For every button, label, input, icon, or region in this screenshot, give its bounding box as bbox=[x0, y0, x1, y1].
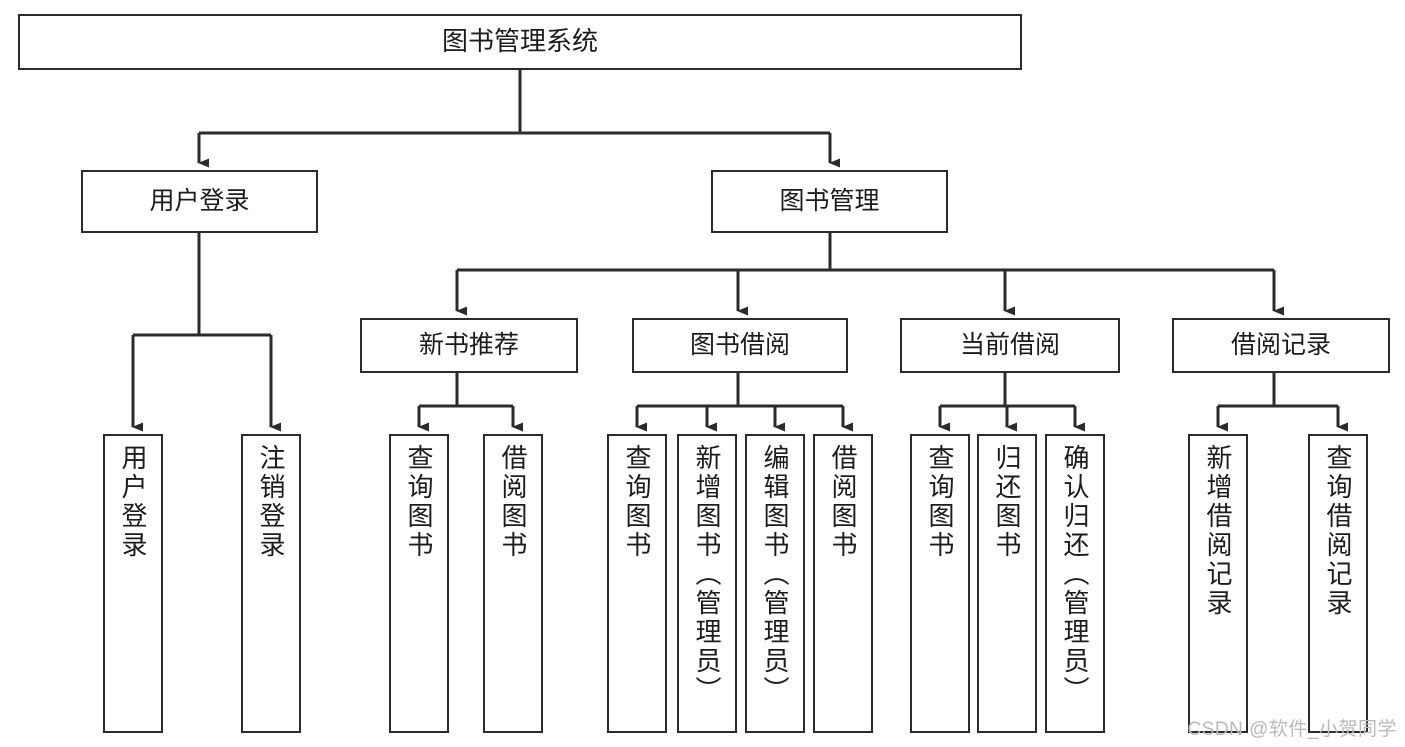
node-label: 编辑图书（管理员） bbox=[760, 444, 790, 705]
node-root-book-management-system[interactable]: 图书管理系统 bbox=[18, 14, 1022, 70]
leaf-add-borrow-record[interactable]: 新增借阅记录 bbox=[1188, 434, 1248, 733]
node-borrow-record[interactable]: 借阅记录 bbox=[1172, 318, 1390, 373]
leaf-return-book[interactable]: 归还图书 bbox=[977, 434, 1037, 733]
node-label: 注销登录 bbox=[256, 444, 286, 560]
node-label: 图书管理 bbox=[779, 187, 880, 216]
node-label: 查询图书 bbox=[622, 444, 652, 560]
node-user-login[interactable]: 用户登录 bbox=[81, 170, 318, 233]
node-book-management[interactable]: 图书管理 bbox=[711, 170, 948, 233]
leaf-query-book-recommend[interactable]: 查询图书 bbox=[389, 434, 449, 733]
node-label: 归还图书 bbox=[992, 444, 1022, 560]
node-label: 借阅图书 bbox=[498, 444, 528, 560]
node-label: 新增借阅记录 bbox=[1203, 444, 1233, 618]
leaf-borrow-book[interactable]: 借阅图书 bbox=[813, 434, 873, 733]
leaf-user-login[interactable]: 用户登录 bbox=[103, 434, 163, 733]
leaf-edit-book-admin[interactable]: 编辑图书（管理员） bbox=[745, 434, 805, 733]
leaf-query-borrow-record[interactable]: 查询借阅记录 bbox=[1308, 434, 1368, 733]
leaf-query-book-current[interactable]: 查询图书 bbox=[910, 434, 970, 733]
node-label: 用户登录 bbox=[149, 187, 250, 216]
leaf-borrow-book-recommend[interactable]: 借阅图书 bbox=[483, 434, 543, 733]
node-current-borrow[interactable]: 当前借阅 bbox=[900, 318, 1120, 373]
node-label: 确认归还（管理员） bbox=[1060, 444, 1090, 705]
leaf-logout[interactable]: 注销登录 bbox=[241, 434, 301, 733]
node-label: 当前借阅 bbox=[959, 331, 1060, 360]
node-label: 用户登录 bbox=[118, 444, 148, 560]
node-label: 图书管理系统 bbox=[441, 26, 598, 57]
node-label: 图书借阅 bbox=[689, 331, 790, 360]
node-label: 查询借阅记录 bbox=[1323, 444, 1353, 618]
leaf-add-book-admin[interactable]: 新增图书（管理员） bbox=[677, 434, 737, 733]
node-book-borrow[interactable]: 图书借阅 bbox=[632, 318, 848, 373]
node-label: 查询图书 bbox=[925, 444, 955, 560]
node-label: 新书推荐 bbox=[418, 331, 519, 360]
watermark: CSDN @软件_小贺同学 bbox=[1187, 719, 1397, 740]
leaf-query-book-borrow[interactable]: 查询图书 bbox=[607, 434, 667, 733]
node-label: 借阅图书 bbox=[828, 444, 858, 560]
node-label: 查询图书 bbox=[404, 444, 434, 560]
leaf-confirm-return-admin[interactable]: 确认归还（管理员） bbox=[1045, 434, 1105, 733]
node-label: 新增图书（管理员） bbox=[692, 444, 722, 705]
node-new-book-recommend[interactable]: 新书推荐 bbox=[360, 318, 578, 373]
node-label: 借阅记录 bbox=[1230, 331, 1331, 360]
